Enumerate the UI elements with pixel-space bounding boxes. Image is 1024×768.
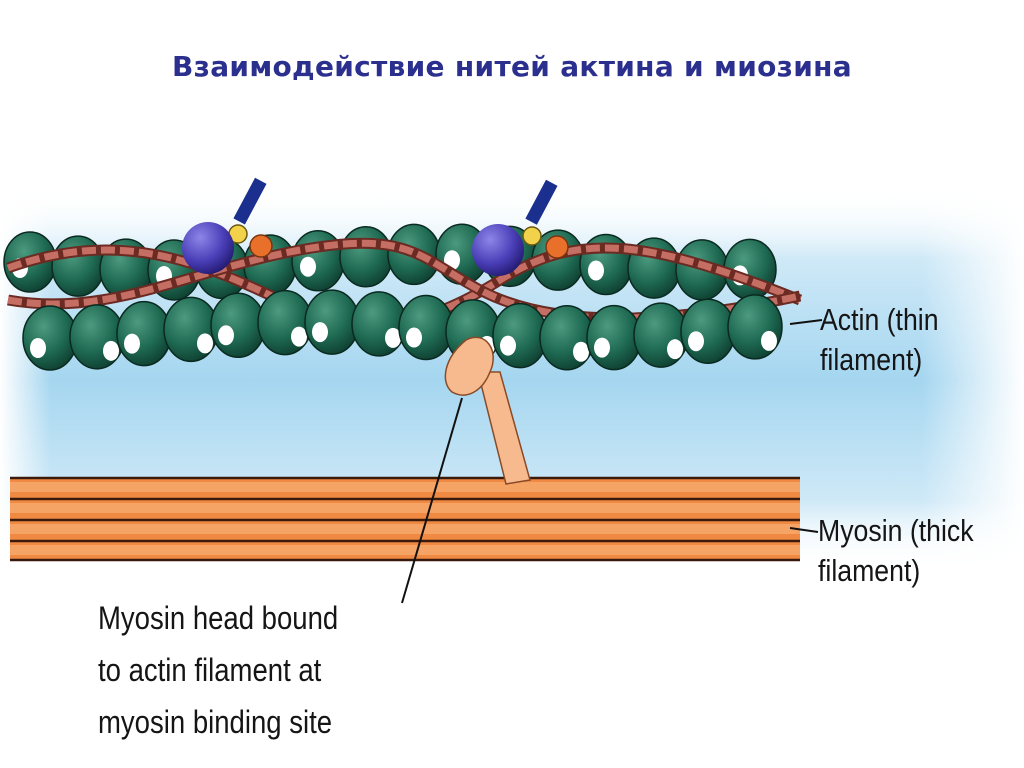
myosin-pointer-line bbox=[789, 527, 819, 533]
actin-bead bbox=[210, 292, 266, 359]
binding-site-dot bbox=[385, 327, 401, 348]
troponin-orange bbox=[545, 235, 569, 259]
myosin-highlight bbox=[10, 545, 800, 555]
binding-site-dot bbox=[667, 339, 683, 360]
troponin-purple bbox=[182, 222, 234, 274]
myosin-head-label: Myosin head bound to actin filament at m… bbox=[98, 600, 339, 740]
actin-pointer-line bbox=[789, 319, 823, 325]
troponin-purple bbox=[472, 224, 524, 276]
troponin-complex-left bbox=[182, 177, 273, 274]
myosin-thick-filament bbox=[10, 476, 800, 562]
binding-site-dot bbox=[573, 341, 589, 362]
actin-bead bbox=[116, 300, 172, 367]
actin-bead bbox=[257, 289, 313, 356]
troponin-rod bbox=[233, 177, 267, 225]
binding-site-dot bbox=[30, 338, 46, 358]
myosin-label: Myosin (thick filament) bbox=[818, 513, 974, 588]
actin-bead bbox=[304, 289, 360, 355]
actin-bead bbox=[680, 298, 736, 364]
binding-site-dot bbox=[218, 325, 234, 346]
actin-bead bbox=[586, 304, 642, 371]
myosin-highlight bbox=[10, 524, 800, 534]
binding-site-dot bbox=[103, 340, 119, 361]
actin-bead bbox=[69, 304, 125, 370]
binding-site-dot bbox=[291, 326, 307, 347]
myosin-highlight bbox=[10, 503, 800, 513]
actin-bead bbox=[339, 226, 393, 288]
actin-bead bbox=[492, 302, 548, 369]
slide-title: Взаимодействие нитей актина и миозина bbox=[172, 50, 852, 83]
actin-bead bbox=[633, 302, 689, 368]
binding-site-dot bbox=[588, 260, 604, 281]
actin-bead bbox=[351, 291, 407, 357]
actin-bead bbox=[398, 294, 454, 361]
actin-bead bbox=[539, 305, 595, 371]
actin-label: Actin (thin filament) bbox=[820, 302, 939, 377]
myosin-head-pointer-line bbox=[401, 397, 463, 604]
troponin-orange bbox=[249, 234, 273, 258]
binding-site-dot bbox=[312, 322, 328, 343]
binding-site-dot bbox=[500, 335, 516, 356]
troponin-rod bbox=[525, 179, 558, 225]
binding-site-dot bbox=[594, 337, 610, 358]
actin-bead bbox=[22, 305, 78, 371]
myosin-highlight bbox=[10, 482, 800, 492]
binding-site-dot bbox=[197, 333, 213, 354]
troponin-yellow bbox=[522, 226, 542, 246]
troponin-complex-right bbox=[472, 179, 569, 276]
myosin-neck bbox=[477, 371, 531, 485]
binding-site-dot bbox=[406, 327, 422, 348]
actin-bead bbox=[163, 296, 219, 363]
binding-site-dot bbox=[124, 333, 140, 354]
myosin-head-assembly bbox=[444, 336, 531, 485]
binding-site-dot bbox=[688, 331, 704, 352]
binding-site-dot bbox=[761, 330, 777, 351]
actin-bead bbox=[727, 294, 783, 360]
binding-site-dot bbox=[300, 256, 316, 277]
myosin-head bbox=[444, 336, 494, 396]
